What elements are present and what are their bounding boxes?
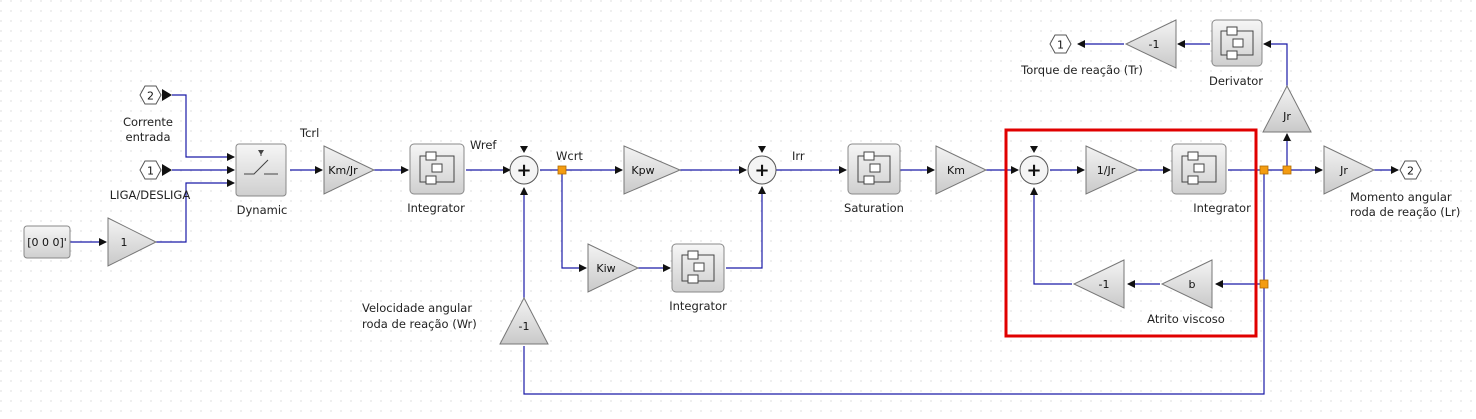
integrator-block-1[interactable] [409,143,465,195]
wire-feedback-wr[interactable] [523,284,1265,395]
gain-block-invjr[interactable]: 1/Jr [1085,145,1140,195]
gain-block-jr-right[interactable]: Jr [1323,145,1376,195]
selection-highlight [1004,128,1258,338]
gain-block-jr-up[interactable]: Jr [1262,84,1312,133]
label-momento-1: Momento angular [1350,190,1452,204]
sum-1-plus-icon: + [516,160,531,181]
output-port-2-label: 2 [1407,165,1414,178]
integrator-block-3[interactable] [1171,143,1227,195]
saturation-icon [857,151,891,185]
integrator-3-label: Integrator [1193,201,1251,215]
gain-invjr-value: 1/Jr [1097,164,1116,177]
sum-2-plus-icon: + [754,160,769,181]
split-point-wr[interactable] [1259,165,1269,175]
gain-b-value: b [1189,278,1196,291]
derivator-icon [1220,26,1254,60]
gain-block-kmjr[interactable]: Km/Jr [323,145,376,195]
input-port-2-label: 2 [147,90,154,103]
gain-block-km[interactable]: Km [935,145,988,195]
gain-kiw-value: Kiw [596,262,615,275]
label-atrito-viscoso: Atrito viscoso [1147,312,1225,326]
input-port-1[interactable]: 1 [139,160,172,180]
sum-3-plus-icon: + [1026,160,1041,181]
split-point-lr[interactable] [1282,165,1292,175]
input-port-2[interactable]: 2 [139,85,172,105]
gain-jr-right-value: Jr [1339,164,1348,177]
split-point-feedback[interactable] [1259,279,1269,289]
integrator-icon [1181,151,1217,185]
split-point-wcrt[interactable] [557,165,567,175]
label-irr: Irr [792,149,805,163]
label-corrente: Corrente [123,115,173,129]
integrator-block-2[interactable] [671,243,725,293]
gain-kmjr-value: Km/Jr [328,164,358,177]
dynamic-label: Dynamic [237,203,288,217]
sum-block-3[interactable]: + [1019,146,1049,185]
output-port-1[interactable]: 1 [1049,34,1072,54]
gain-block-minus1-torque[interactable]: -1 [1124,19,1177,69]
gain-block-minus1-friction[interactable]: -1 [1072,259,1125,309]
integrator-icon [681,250,715,284]
derivator-block[interactable] [1211,19,1263,67]
gain-minus1-torque-value: -1 [1149,38,1160,51]
saturation-label: Saturation [844,201,904,215]
gain-kpw-value: Kpw [631,164,654,177]
gain-km-value: Km [947,164,965,177]
integrator-icon [419,151,455,185]
wire-int2[interactable] [726,186,766,269]
gain-block-1[interactable]: 1 [107,217,158,267]
constant-block[interactable]: [0 0 0]' [23,225,71,259]
derivator-label: Derivator [1209,74,1263,88]
wire-jr-up[interactable] [1263,40,1288,88]
sum-block-1[interactable]: + [509,146,539,185]
gain-minus1-friction-value: -1 [1099,278,1110,291]
gain-minus1-velocity-value: -1 [519,320,530,333]
wire-corrente[interactable] [172,94,235,161]
output-port-1-label: 1 [1057,39,1064,52]
label-entrada: entrada [126,130,171,144]
gain-block-minus1-velocity[interactable]: -1 [499,296,549,345]
integrator-2-label: Integrator [669,299,727,313]
label-momento-2: roda de reação (Lr) [1350,205,1460,219]
label-tcrl: Tcrl [299,126,319,140]
dynamic-switch-block[interactable] [235,143,287,197]
wire-to-kiw[interactable] [561,170,587,272]
wire-friction[interactable] [1030,187,1072,285]
wire-gain1[interactable] [156,179,235,243]
integrator-1-label: Integrator [407,201,465,215]
output-port-2[interactable]: 2 [1399,160,1422,180]
sum-block-2[interactable]: + [747,146,777,185]
wires [70,40,1399,395]
input-port-1-label: 1 [147,165,154,178]
gain-1-value: 1 [121,236,128,249]
gain-jr-up-value: Jr [1282,110,1291,123]
label-liga-desliga: LIGA/DESLIGA [110,188,191,202]
label-torque: Torque de reação (Tr) [1020,63,1143,77]
gain-block-b[interactable]: b [1160,259,1213,309]
label-velocidade-1: Velocidade angular [362,301,472,315]
gain-block-kiw[interactable]: Kiw [587,243,640,293]
label-velocidade-2: roda de reação (Wr) [362,317,477,331]
constant-value: [0 0 0]' [27,236,67,249]
switch-icon [244,159,269,175]
label-wcrt: Wcrt [556,149,583,163]
label-wref: Wref [470,138,497,152]
saturation-block[interactable] [847,143,901,195]
gain-block-kpw[interactable]: Kpw [623,145,682,195]
